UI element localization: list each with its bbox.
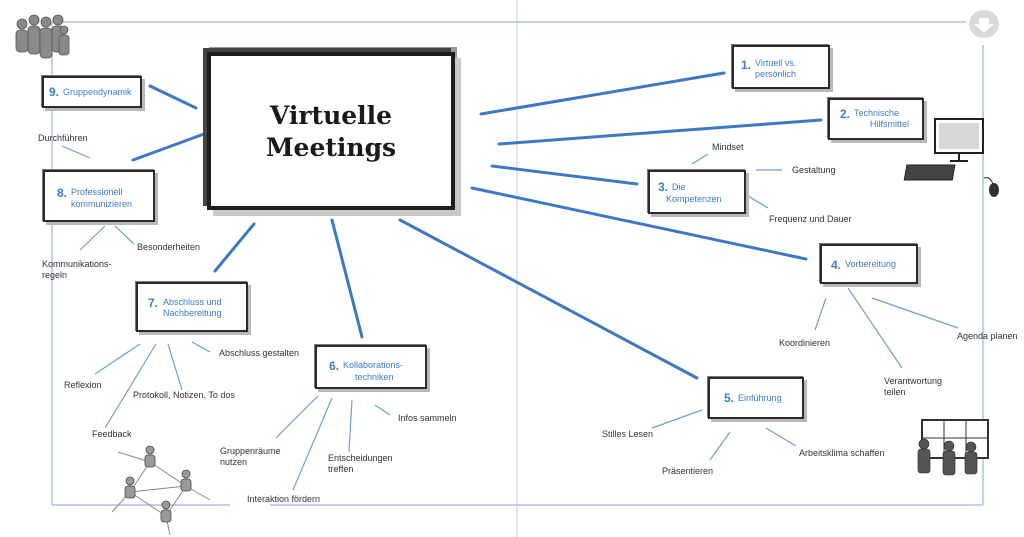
leaf-infos: Infos sammeln xyxy=(398,413,457,423)
node-4[interactable]: 4. Vorbereitung xyxy=(820,244,918,284)
leaf-koordinieren: Koordinieren xyxy=(779,338,831,348)
leaf-agenda: Agenda planen xyxy=(957,331,1018,341)
node-2-number: 2. xyxy=(840,107,851,121)
node-3-label-line1: Die xyxy=(672,182,686,192)
leaf-gruppenraeume: Gruppenräume nutzen xyxy=(220,446,281,468)
download-icon xyxy=(974,18,994,33)
leaf-entscheidungen-line2: treffen xyxy=(328,464,354,474)
node-8-label-line1: Professionell xyxy=(71,187,123,197)
node-4-label-line1: Vorbereitung xyxy=(845,259,897,269)
node-7-label-line2: Nachbereitung xyxy=(163,308,222,318)
node-9[interactable]: 9. Gruppendynamik xyxy=(42,76,142,108)
node-5-label-line1: Einführung xyxy=(738,393,782,403)
leaf-entscheidungen: Entscheidungen treffen xyxy=(328,453,393,475)
node-1-label-line2: persönlich xyxy=(755,69,797,79)
leaf-kommunikation: Kommunikations- regeln xyxy=(42,259,112,281)
node-6-number: 6. xyxy=(329,359,340,373)
central-title: Virtuelle Meetings xyxy=(211,100,451,164)
node-4-number: 4. xyxy=(831,258,842,272)
node-2-label-line1: Technische xyxy=(854,108,900,118)
node-7-number: 7. xyxy=(148,296,159,310)
node-1[interactable]: 1. Virtuell vs. persönlich xyxy=(732,45,830,89)
leaf-reflexion: Reflexion xyxy=(64,380,102,390)
node-2[interactable]: 2. Technische Hilfsmittel xyxy=(828,98,924,140)
node-6-label-line2: techniken xyxy=(355,372,394,382)
node-1-number: 1. xyxy=(741,58,752,72)
node-5-number: 5. xyxy=(724,391,735,405)
computer-icon xyxy=(903,118,999,197)
leaf-arbeitsklima: Arbeitsklima schaffen xyxy=(799,448,885,458)
central-title-line1: Virtuelle xyxy=(269,101,393,130)
node-3-label-line2: Kompetenzen xyxy=(666,194,722,204)
presentation-board-icon xyxy=(917,419,989,476)
leaf-praesentieren: Präsentieren xyxy=(662,466,714,476)
leaf-kommunikation-line2: regeln xyxy=(42,270,68,280)
node-5[interactable]: 5. Einführung xyxy=(708,377,804,419)
node-9-number: 9. xyxy=(49,85,60,99)
central-topic: Virtuelle Meetings xyxy=(207,52,455,210)
leaf-kommunikation-line1: Kommunikations- xyxy=(42,259,112,269)
node-6-label-line1: Kollaborations- xyxy=(343,360,404,370)
node-1-label-line1: Virtuell vs. xyxy=(755,58,797,68)
node-9-label-line1: Gruppendynamik xyxy=(63,87,132,97)
leaf-gestaltung: Gestaltung xyxy=(792,165,836,175)
leaf-gruppenraeume-line1: Gruppenräume xyxy=(220,446,281,456)
node-7[interactable]: 7. Abschluss und Nachbereitung xyxy=(136,282,248,332)
group-people-icon xyxy=(15,14,70,59)
node-6[interactable]: 6. Kollaborations- techniken xyxy=(315,345,427,389)
node-3-number: 3. xyxy=(658,180,669,194)
node-8-label-line2: kommunizieren xyxy=(71,199,133,209)
leaf-verantwortung-line1: Verantwortung xyxy=(884,376,943,386)
leaf-verantwortung-line2: teilen xyxy=(884,387,906,397)
leaf-protokoll: Protokoll, Notizen, To dos xyxy=(133,390,235,400)
node-8-number: 8. xyxy=(57,186,68,200)
leaf-gruppenraeume-line2: nutzen xyxy=(220,457,248,467)
node-8[interactable]: 8. Professionell kommunizieren xyxy=(43,170,155,222)
leaf-verantwortung: Verantwortung teilen xyxy=(884,376,942,398)
leaf-stilles-lesen: Stilles Lesen xyxy=(602,429,654,439)
central-title-line2: Meetings xyxy=(265,133,397,162)
node-2-label-line2: Hilfsmittel xyxy=(870,119,910,129)
leaf-durchfuehren: Durchführen xyxy=(38,133,88,143)
leaf-entscheidungen-line1: Entscheidungen xyxy=(328,453,393,463)
network-people-icon xyxy=(111,445,211,536)
download-button[interactable] xyxy=(969,10,999,38)
leaf-frequenz: Frequenz und Dauer xyxy=(769,214,852,224)
leaf-mindset: Mindset xyxy=(712,142,744,152)
node-7-label-line1: Abschluss und xyxy=(163,297,222,307)
leaf-interaktion: Interaktion fördern xyxy=(247,494,321,504)
leaf-feedback: Feedback xyxy=(92,429,132,439)
leaf-besonderheiten: Besonderheiten xyxy=(137,242,201,252)
node-3[interactable]: 3. Die Kompetenzen xyxy=(648,170,746,214)
leaf-abschluss: Abschluss gestalten xyxy=(219,348,300,358)
